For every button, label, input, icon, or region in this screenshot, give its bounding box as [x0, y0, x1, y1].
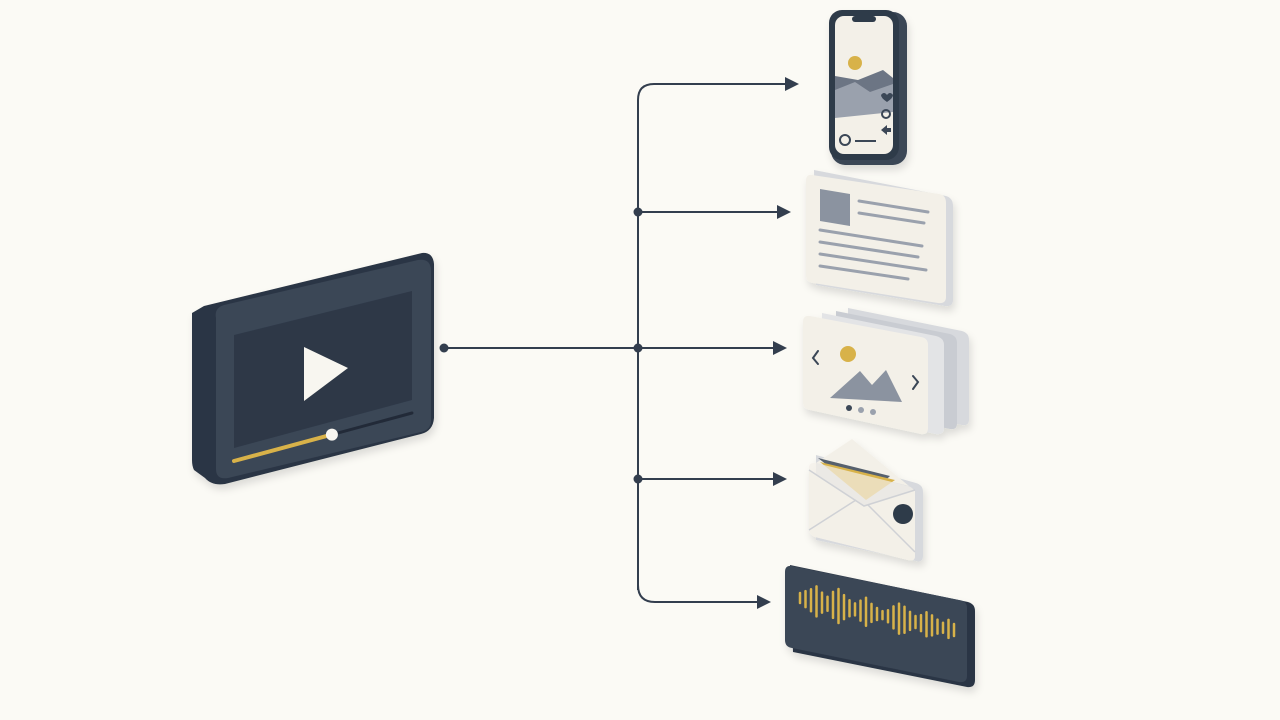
audio-waveform-icon — [785, 565, 975, 688]
video-player-icon — [192, 252, 434, 485]
play-icon — [304, 347, 348, 401]
carousel-dot — [870, 409, 876, 415]
branch-node — [633, 207, 643, 217]
progress-fill — [232, 432, 334, 463]
arrow-to-article — [777, 205, 791, 219]
branch-node — [633, 343, 643, 353]
progress-knob — [325, 428, 338, 441]
smartphone-social-post-icon — [829, 10, 907, 165]
image-carousel-icon — [803, 308, 969, 435]
source-node — [439, 343, 449, 353]
carousel-dot — [846, 405, 852, 411]
arrow-to-phone — [785, 77, 799, 91]
connector-nodes — [439, 207, 643, 484]
carousel-dot — [858, 407, 864, 413]
arrow-to-email — [773, 472, 787, 486]
connector-arrowheads — [757, 77, 799, 609]
email-envelope-icon — [808, 439, 923, 562]
branching-connector — [444, 83, 788, 603]
arrow-to-audio — [757, 595, 771, 609]
branch-node — [633, 474, 643, 484]
article-document-icon — [806, 170, 953, 307]
arrow-to-carousel — [773, 341, 787, 355]
